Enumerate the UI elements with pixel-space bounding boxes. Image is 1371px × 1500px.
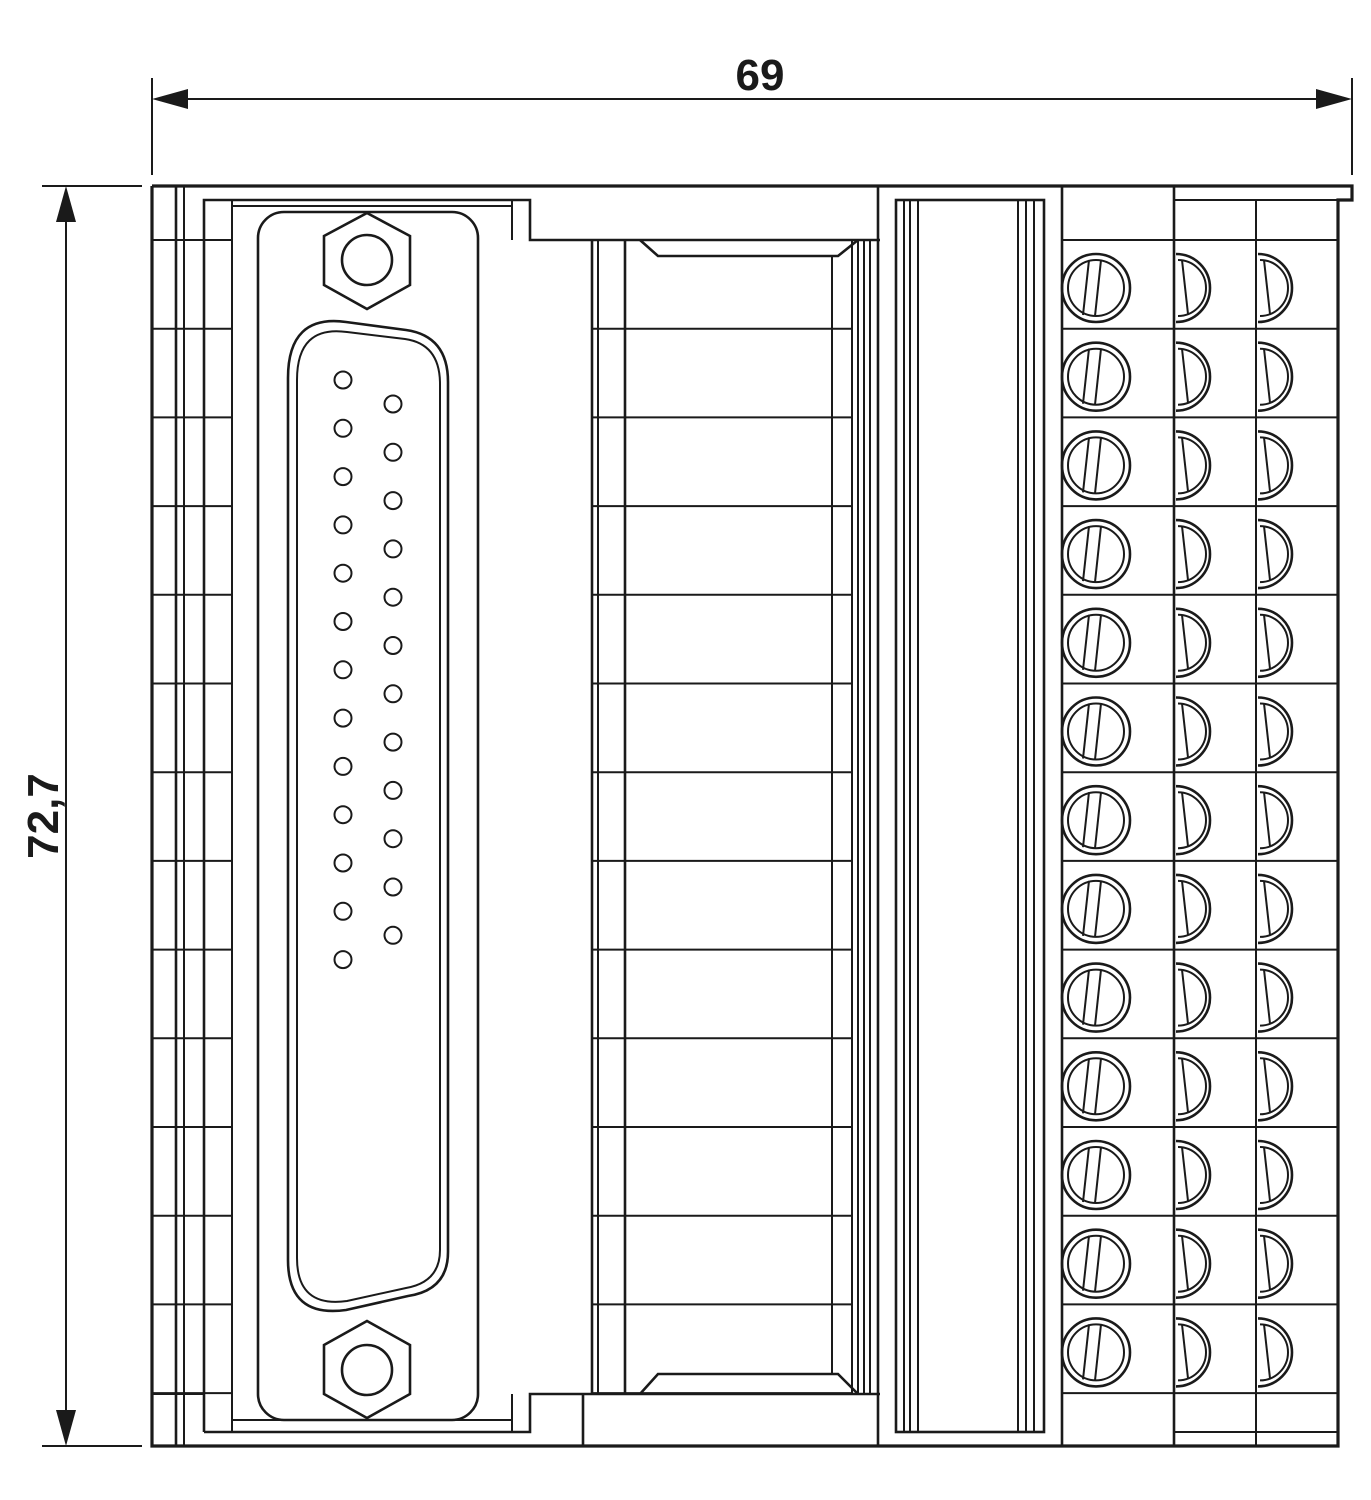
- screw-partial-icon: [1175, 1228, 1212, 1299]
- pin-icon: [333, 563, 353, 583]
- hex-nut-bottom-icon: [322, 1319, 412, 1420]
- pin-icon: [383, 780, 403, 800]
- width-label: 69: [736, 51, 785, 100]
- dsub-shell-outer: [286, 319, 450, 1313]
- screw-partial-icon: [1257, 873, 1294, 945]
- pin-icon: [383, 732, 403, 752]
- pin-icon: [333, 370, 353, 390]
- screw-partial-icon: [1175, 784, 1212, 856]
- arrow-left-icon: [152, 89, 188, 109]
- pin-icon: [383, 394, 403, 414]
- height-label: 72,7: [19, 773, 68, 859]
- screw-head-icon: [1060, 1139, 1132, 1211]
- screw-partial-icon: [1175, 252, 1212, 324]
- screw-head-icon: [1060, 430, 1132, 501]
- screw-partial-icon: [1175, 341, 1212, 412]
- screw-head-icon: [1060, 696, 1132, 767]
- pin-icon: [333, 515, 353, 535]
- pin-icon: [383, 539, 403, 559]
- screw-head-icon: [1060, 518, 1132, 590]
- screw-partial-icon: [1257, 1317, 1294, 1388]
- arrow-right-icon: [1316, 89, 1352, 109]
- screw-partial-icon: [1175, 1139, 1212, 1211]
- pin-icon: [333, 950, 353, 970]
- screw-partial-icon: [1257, 252, 1294, 324]
- pin-icon: [333, 418, 353, 438]
- dsub-shell-inner: [296, 330, 441, 1303]
- screw-partial-icon: [1257, 784, 1294, 856]
- screw-head-icon: [1060, 784, 1132, 856]
- screw-partial-icon: [1257, 1228, 1294, 1299]
- screw-head-icon: [1060, 1051, 1132, 1122]
- screw-partial-icon: [1175, 873, 1212, 945]
- pin-icon: [383, 587, 403, 607]
- screw-partial-icon: [1175, 696, 1212, 767]
- pin-icon: [383, 491, 403, 511]
- arrow-up-icon: [56, 186, 76, 222]
- screw-partial-icon: [1175, 430, 1212, 501]
- screw-partial-icon: [1175, 962, 1212, 1033]
- screw-partial-icon: [1257, 518, 1294, 590]
- pin-icon: [333, 708, 353, 728]
- screw-head-icon: [1060, 607, 1132, 679]
- pin-icon: [383, 925, 403, 945]
- screw-head-icon: [1060, 341, 1132, 413]
- module-housing: [150, 184, 1354, 1448]
- dsub-pins: [333, 370, 403, 970]
- screw-partial-icon: [1257, 1139, 1294, 1211]
- screw-partial-icon: [1175, 607, 1212, 679]
- screw-partial-icon: [1175, 1317, 1212, 1388]
- screw-head-icon: [1060, 252, 1132, 324]
- pin-icon: [333, 660, 353, 680]
- screw-head-icon: [1060, 873, 1132, 945]
- row-divider-lines: [152, 239, 1338, 1395]
- screw-partial-icon: [1257, 1051, 1294, 1122]
- pin-icon: [383, 829, 403, 849]
- pin-icon: [333, 612, 353, 631]
- pin-icon: [383, 442, 403, 462]
- screw-partial-icon: [1175, 518, 1212, 590]
- arrow-down-icon: [56, 1410, 76, 1446]
- hex-nut-top-icon: [322, 211, 412, 311]
- width-dimension: 69: [151, 51, 1353, 175]
- screw-head-icon: [1060, 962, 1132, 1033]
- pin-icon: [383, 636, 403, 655]
- pin-icon: [383, 684, 403, 704]
- height-dimension: 72,7: [19, 185, 142, 1447]
- pin-icon: [333, 756, 353, 776]
- dsub-connector: [286, 211, 450, 1420]
- screw-partial-icon: [1257, 962, 1294, 1033]
- pin-icon: [333, 467, 353, 487]
- screw-partial-icon: [1257, 341, 1294, 412]
- screw-partial-icon: [1257, 696, 1294, 767]
- screw-partial-icon: [1175, 1051, 1212, 1122]
- pin-icon: [383, 877, 403, 897]
- pin-icon: [333, 853, 353, 873]
- screw-partial-icon: [1257, 430, 1294, 501]
- screw-head-icon: [1060, 1317, 1132, 1388]
- pin-icon: [333, 901, 353, 921]
- pin-icon: [333, 805, 353, 825]
- screw-terminals: [1060, 252, 1294, 1388]
- screw-head-icon: [1060, 1228, 1132, 1299]
- screw-partial-icon: [1257, 607, 1294, 679]
